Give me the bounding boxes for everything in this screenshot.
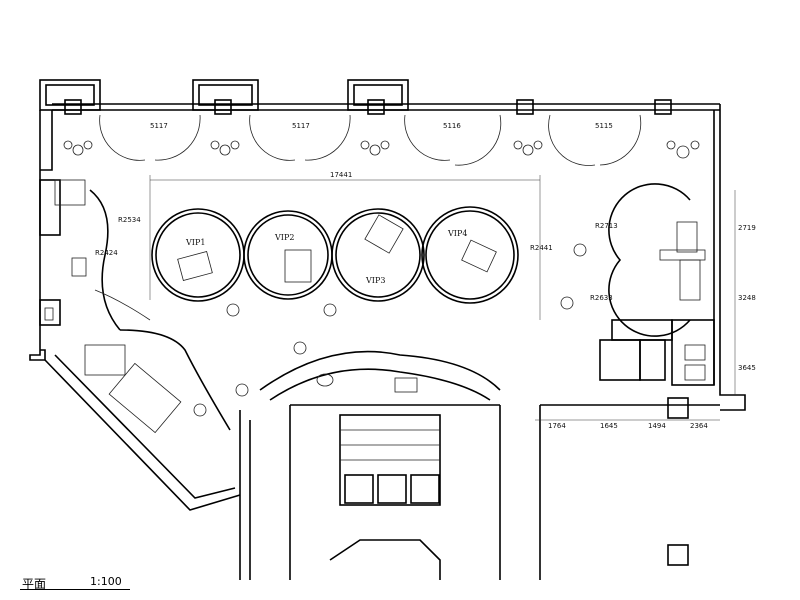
- right-office: [599, 183, 715, 419]
- radius-label-4: R2713: [595, 222, 618, 230]
- reception-desk: [259, 350, 501, 401]
- vip-rooms: VIP1 VIP2 VIP3 VIP4: [151, 206, 519, 304]
- top-columns: [39, 79, 672, 115]
- side-dimensions: 2719 3248 3645: [734, 190, 756, 395]
- vip3-label: VIP3: [365, 276, 385, 285]
- top-dim-4: 5115: [595, 122, 613, 130]
- top-door-arcs: [99, 114, 642, 166]
- center-dim-label: 17441: [330, 171, 352, 179]
- top-dim-2: 5117: [292, 122, 310, 130]
- left-rooms: [39, 179, 231, 434]
- top-dim-3: 5116: [443, 122, 461, 130]
- bottom-dim-2: 1645: [600, 422, 618, 430]
- radius-label-3: R2441: [530, 244, 553, 252]
- circle-markers: [193, 243, 587, 417]
- radius-labels: R2534 R2424 R2441 R2713 R2633: [95, 216, 618, 302]
- title-underline: [20, 589, 130, 590]
- side-dim-1: 2719: [738, 224, 756, 232]
- radius-label-1: R2534: [118, 216, 141, 224]
- top-dim-1: 5117: [150, 122, 168, 130]
- outer-walls: [29, 103, 746, 511]
- radius-label-2: R2424: [95, 249, 118, 257]
- plan-title: 平面: [22, 577, 47, 591]
- top-seating: [63, 140, 700, 159]
- center-dimension: 17441: [149, 171, 541, 320]
- vip2-label: VIP2: [274, 233, 294, 242]
- stair-core: [239, 404, 720, 580]
- bottom-dim-4: 2364: [690, 422, 708, 430]
- side-dim-2: 3248: [738, 294, 756, 302]
- plan-scale: 1:100: [90, 575, 122, 588]
- radius-label-5: R2633: [590, 294, 613, 302]
- bottom-dim-3: 1494: [648, 422, 666, 430]
- vip1-label: VIP1: [185, 238, 205, 247]
- bottom-dimensions: 1764 1645 1494 2364: [535, 419, 720, 430]
- side-dim-3: 3645: [738, 364, 756, 372]
- top-dimension-labels: 5117 5117 5116 5115: [150, 122, 613, 130]
- vip4-label: VIP4: [447, 229, 467, 238]
- bottom-dim-1: 1764: [548, 422, 566, 430]
